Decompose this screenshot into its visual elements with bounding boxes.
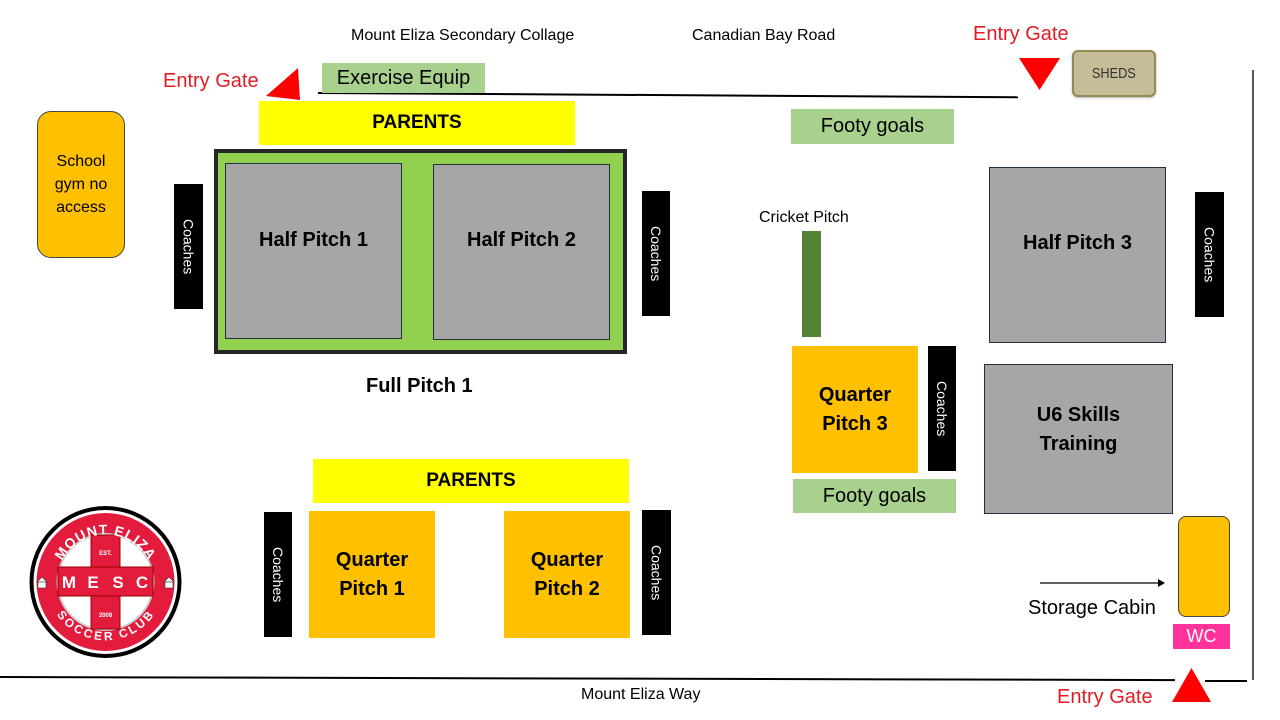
cricket-pitch xyxy=(802,231,821,337)
coaches-area-5: Coaches xyxy=(264,512,292,637)
half-pitch-1: Half Pitch 1 xyxy=(225,163,402,339)
storage-cabin-label: Storage Cabin xyxy=(1028,597,1156,619)
parents-area-top: PARENTS xyxy=(259,101,575,145)
exercise-equip-area: Exercise Equip xyxy=(322,63,485,93)
road-label-mount-eliza-way: Mount Eliza Way xyxy=(581,686,701,703)
logo-initial-c: C xyxy=(136,573,148,592)
u6-skills-label-line2: Training xyxy=(1039,433,1118,455)
quarter-pitch-1-label-line2: Pitch 1 xyxy=(339,577,405,600)
parents-area-bottom: PARENTS xyxy=(313,459,629,503)
coaches-area-2: Coaches xyxy=(642,191,670,316)
logo-year: 2008 xyxy=(99,613,113,619)
logo-house-icon-right xyxy=(163,576,175,589)
parents-label-bottom: PARENTS xyxy=(426,470,516,491)
sheds-label: SHEDS xyxy=(1092,65,1136,82)
coaches-area-3: Coaches xyxy=(1195,192,1224,317)
entry-gate-label-top-right: Entry Gate xyxy=(973,23,1069,45)
coaches-label-6: Coaches xyxy=(648,544,665,601)
footy-goals-label-bottom: Footy goals xyxy=(822,484,927,507)
entry-gate-label-bottom-right: Entry Gate xyxy=(1057,686,1153,708)
logo-est: EST. xyxy=(99,551,112,557)
half-pitch-3-label: Half Pitch 3 xyxy=(1023,232,1132,254)
coaches-label-5: Coaches xyxy=(270,546,286,603)
coaches-area-1: Coaches xyxy=(174,184,203,309)
footy-goals-top: Footy goals xyxy=(791,109,954,144)
entry-gate-arrow-top-right xyxy=(1019,58,1060,90)
coaches-label-4: Coaches xyxy=(934,380,950,437)
road-label-secondary-college: Mount Eliza Secondary Collage xyxy=(351,27,575,44)
logo-initial-e: E xyxy=(87,573,98,592)
quarter-pitch-2-label-line1: Quarter xyxy=(530,548,604,571)
half-pitch-2-label: Half Pitch 2 xyxy=(467,228,576,251)
coaches-area-4: Coaches xyxy=(928,346,956,471)
school-gym-label: School gym no access xyxy=(54,153,108,216)
footy-goals-bottom: Footy goals xyxy=(793,479,956,513)
storage-cabin-building xyxy=(1178,516,1230,617)
cricket-pitch-label: Cricket Pitch xyxy=(759,209,849,226)
entry-gate-arrow-bottom-right xyxy=(1172,668,1211,702)
u6-skills-label-line1: U6 Skills xyxy=(1036,404,1121,426)
wc-label: WC xyxy=(1186,626,1217,646)
half-pitch-3: Half Pitch 3 xyxy=(989,167,1166,343)
mesc-club-logo: MOUNT ELIZA SOCCER CLUB M E S C EST. 200… xyxy=(29,506,182,658)
coaches-area-6: Coaches xyxy=(642,510,671,635)
logo-initial-s: S xyxy=(112,573,123,592)
entry-gate-label-top-left: Entry Gate xyxy=(163,70,259,92)
quarter-pitch-2-label-line2: Pitch 2 xyxy=(534,577,600,600)
logo-initial-m: M xyxy=(62,573,76,592)
half-pitch-2: Half Pitch 2 xyxy=(433,164,610,340)
half-pitch-1-label: Half Pitch 1 xyxy=(259,228,368,251)
right-boundary-line xyxy=(1252,70,1254,680)
road-label-canadian-bay-road: Canadian Bay Road xyxy=(692,27,836,44)
bottom-right-boundary-line xyxy=(1205,680,1247,682)
footy-goals-label-top: Footy goals xyxy=(820,115,925,137)
sheds-building: SHEDS xyxy=(1072,50,1156,97)
school-gym-building: School gym no access xyxy=(37,111,125,258)
coaches-label-2: Coaches xyxy=(648,225,664,282)
exercise-equip-label: Exercise Equip xyxy=(336,66,471,89)
coaches-label-1: Coaches xyxy=(180,218,197,275)
quarter-pitch-3-label-line2: Pitch 3 xyxy=(822,412,888,435)
full-pitch-1-label: Full Pitch 1 xyxy=(366,375,473,397)
logo-house-icon-left xyxy=(36,576,48,589)
bottom-boundary-line xyxy=(0,676,1175,681)
entry-gate-arrow-top-left xyxy=(266,68,300,100)
coaches-label-3: Coaches xyxy=(1201,226,1218,283)
storage-cabin-arrow xyxy=(1040,579,1165,587)
quarter-pitch-3-label-line1: Quarter xyxy=(818,383,892,406)
quarter-pitch-1-label-line1: Quarter xyxy=(335,548,409,571)
wc-building: WC xyxy=(1173,624,1230,649)
parents-label-top: PARENTS xyxy=(372,112,462,133)
